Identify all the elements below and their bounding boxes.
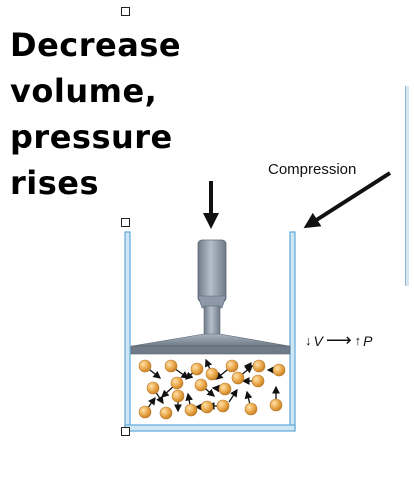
compression-pointer-arrow xyxy=(303,171,392,229)
adjacent-shape-edge[interactable] xyxy=(405,86,409,286)
text-line-1: Decrease xyxy=(10,26,182,64)
right-arrow-icon: ⟶ xyxy=(325,330,352,350)
volume-pressure-relation: ↓ V ⟶ ↑ P xyxy=(305,330,373,351)
text-line-2: volume, xyxy=(10,72,158,110)
slide-text-box[interactable]: Decrease volume, pressure rises xyxy=(10,22,210,206)
text-line-3: pressure xyxy=(10,118,173,156)
piston xyxy=(130,239,291,355)
selection-handle-middle-left[interactable] xyxy=(121,218,130,227)
volume-symbol: V xyxy=(313,332,323,349)
selection-handle-top[interactable] xyxy=(121,7,130,16)
pressure-symbol: P xyxy=(363,332,373,349)
compression-label: Compression xyxy=(268,161,357,178)
molecule-spheres xyxy=(138,359,286,420)
up-arrow-icon: ↑ xyxy=(354,333,362,348)
gas-molecules xyxy=(138,358,286,420)
text-line-4: rises xyxy=(10,164,100,202)
down-arrow-icon: ↓ xyxy=(305,333,312,348)
selection-handle-bottom-left[interactable] xyxy=(121,427,130,436)
